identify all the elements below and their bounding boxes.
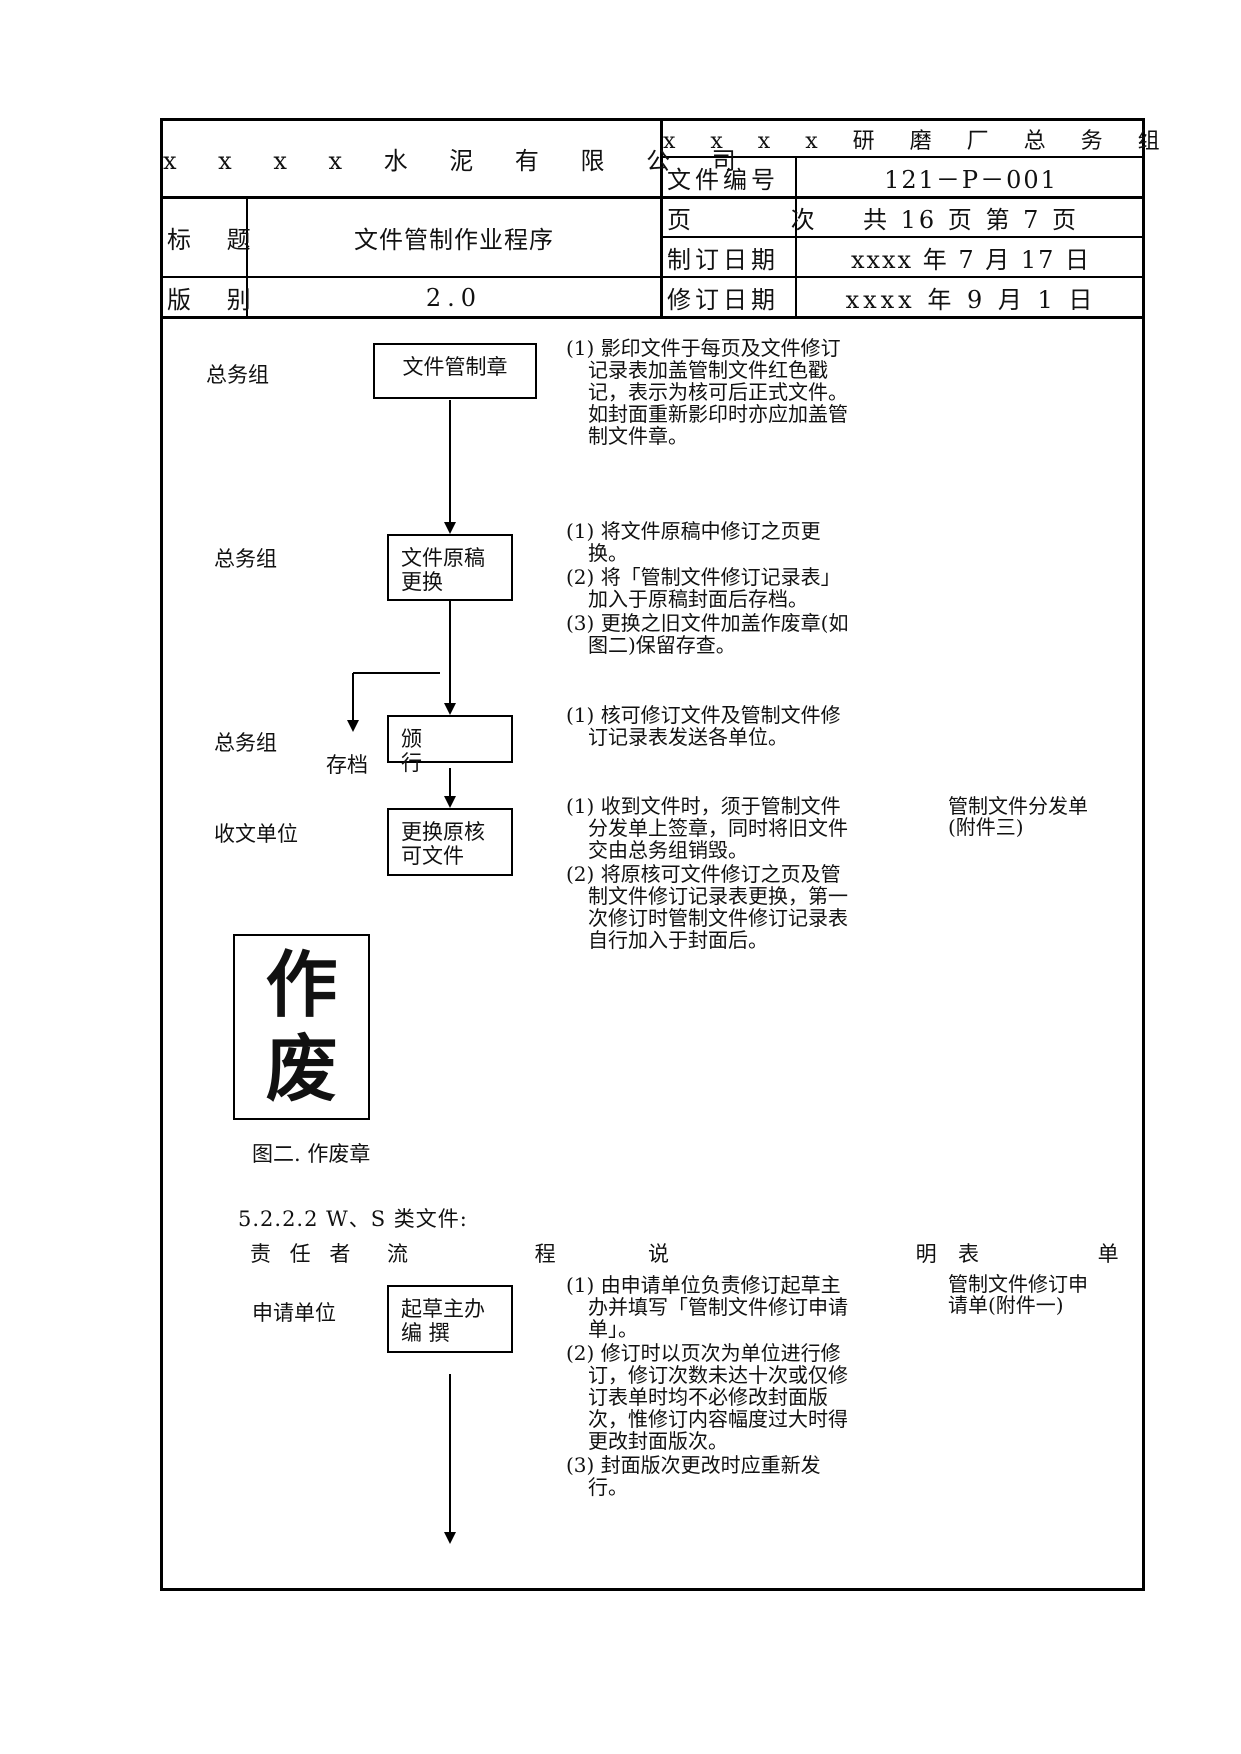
row-line xyxy=(660,236,1145,238)
flow-box-draft: 起草主办 编 撰 xyxy=(387,1285,513,1353)
archive-label: 存档 xyxy=(326,753,368,777)
version-label: 版 别 xyxy=(167,286,265,314)
column-header-role: 责 任 者 xyxy=(250,1242,357,1266)
page-value: 共 16 页 第 7 页 xyxy=(863,206,1079,234)
doc-no-value: 121－P－001 xyxy=(884,165,1058,194)
created-label: 制订日期 xyxy=(667,245,779,274)
doc-no-label: 文件编号 xyxy=(667,165,779,194)
title-value: 文件管制作业程序 xyxy=(354,226,554,254)
form-reference: 管制文件分发单 (附件三) xyxy=(948,794,1088,839)
company-name: x x x x 水 泥 有 限 公 司 xyxy=(163,147,753,175)
created-value: xxxx 年 7 月 17 日 xyxy=(850,245,1092,274)
step-notes: (1) 将文件原稿中修订之页更换。 (2) 将「管制文件修订记录表」加入于原稿封… xyxy=(566,519,849,657)
version-value: 2.0 xyxy=(425,283,483,312)
header-divider xyxy=(660,118,663,318)
flow-box-issue: 颁 行 xyxy=(387,715,513,775)
label-divider xyxy=(246,196,248,318)
step-notes: (1) 收到文件时，须于管制文件分发单上签章，同时将旧文件交由总务组销毁。 (2… xyxy=(566,794,848,952)
document-frame xyxy=(160,118,1145,1591)
step-notes: (1) 由申请单位负责修订起草主办并填写「管制文件修订申请单」。 (2) 修订时… xyxy=(566,1273,848,1499)
column-header-description: 说 明 xyxy=(648,1242,1057,1266)
header-bottom-line xyxy=(160,316,1145,319)
title-label: 标 题 xyxy=(167,226,265,254)
department-name: x x x x 研 磨 厂 总 务 组 xyxy=(663,128,1174,154)
form-reference: 管制文件修订申 请单(附件一) xyxy=(948,1272,1088,1317)
row-line xyxy=(160,196,1145,199)
page-label: 页 次 xyxy=(667,206,861,234)
role-label: 收文单位 xyxy=(214,822,298,846)
revised-value: xxxx 年 9 月 1 日 xyxy=(845,285,1097,314)
role-label: 总务组 xyxy=(214,731,277,755)
step-notes: (1) 影印文件于每页及文件修订记录表加盖管制文件红色戳记，表示为核可后正式文件… xyxy=(566,336,848,448)
revised-label: 修订日期 xyxy=(667,285,779,314)
row-line xyxy=(160,276,1145,278)
role-label: 申请单位 xyxy=(252,1301,336,1325)
flow-box-replace-original: 文件原稿 更换 xyxy=(387,534,513,601)
column-header-flow: 流 程 xyxy=(387,1242,616,1266)
void-stamp: 作 废 xyxy=(233,934,370,1120)
column-header-form: 表 单 xyxy=(958,1242,1175,1266)
figure-caption: 图二. 作废章 xyxy=(252,1142,371,1166)
flow-box-stamp-control: 文件管制章 xyxy=(373,343,537,399)
section-heading: 5.2.2.2 W、S 类文件: xyxy=(238,1207,468,1231)
role-label: 总务组 xyxy=(206,363,269,387)
row-line xyxy=(660,156,1145,158)
role-label: 总务组 xyxy=(214,547,277,571)
step-notes: (1) 核可修订文件及管制文件修订记录表发送各单位。 xyxy=(566,703,841,749)
flow-box-replace-approved: 更换原核 可文件 xyxy=(387,808,513,876)
